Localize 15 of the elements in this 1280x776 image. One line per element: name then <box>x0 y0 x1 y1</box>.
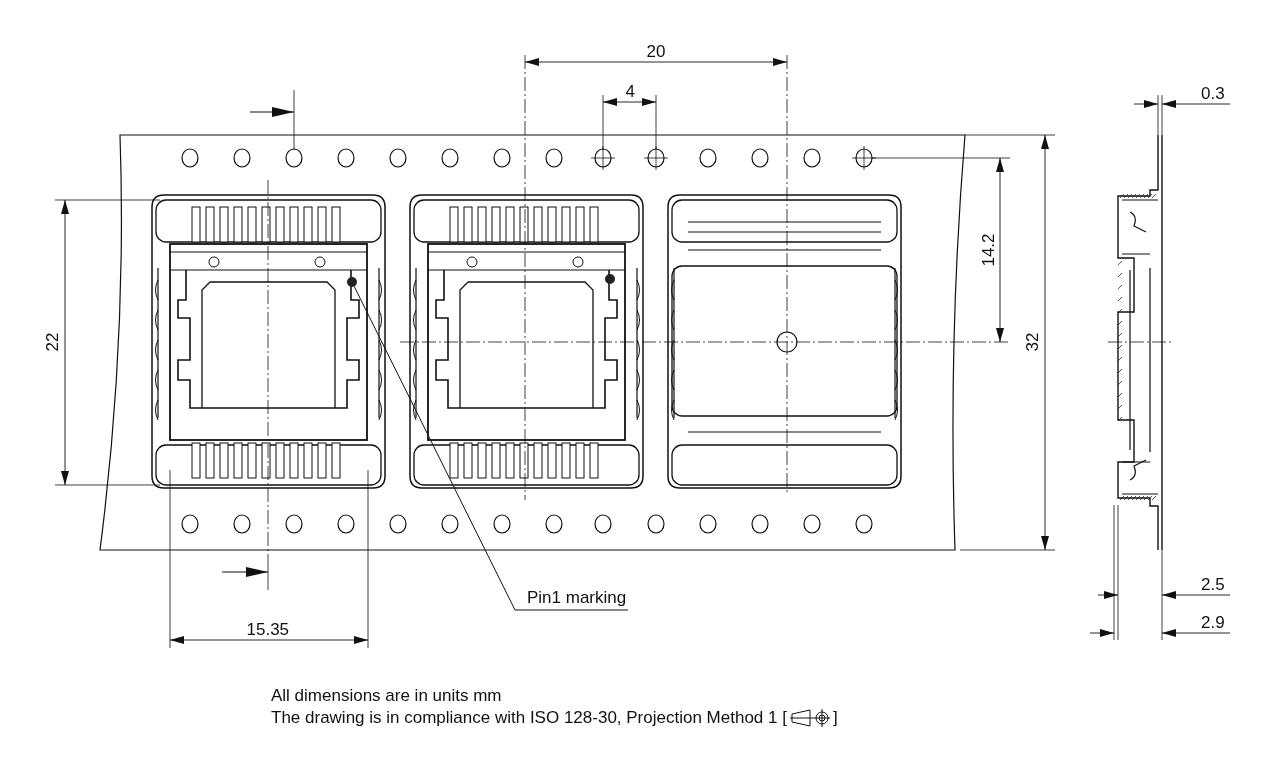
leader-line <box>353 286 629 611</box>
dimension-label: 15.35 <box>246 620 290 640</box>
dimension-label: 14.2 <box>978 233 999 267</box>
dimension-label: 32 <box>1022 332 1043 352</box>
dimension-label: 4 <box>625 82 635 102</box>
note-text: The drawing is in compliance with ISO 128-30, Projection Method 1 [ <box>271 708 787 728</box>
dimension-label: 0.3 <box>1201 84 1225 104</box>
note-text: ] <box>833 708 838 728</box>
dimension-label: 2.9 <box>1201 613 1225 633</box>
callout-text: Pin1 marking <box>527 588 627 608</box>
dimension-label: 20 <box>646 42 666 62</box>
dimension-label: 22 <box>42 332 63 352</box>
dimension-label: 2.5 <box>1201 575 1225 595</box>
pin1-marking-dot <box>347 277 357 287</box>
note-text: All dimensions are in units mm <box>271 686 502 706</box>
